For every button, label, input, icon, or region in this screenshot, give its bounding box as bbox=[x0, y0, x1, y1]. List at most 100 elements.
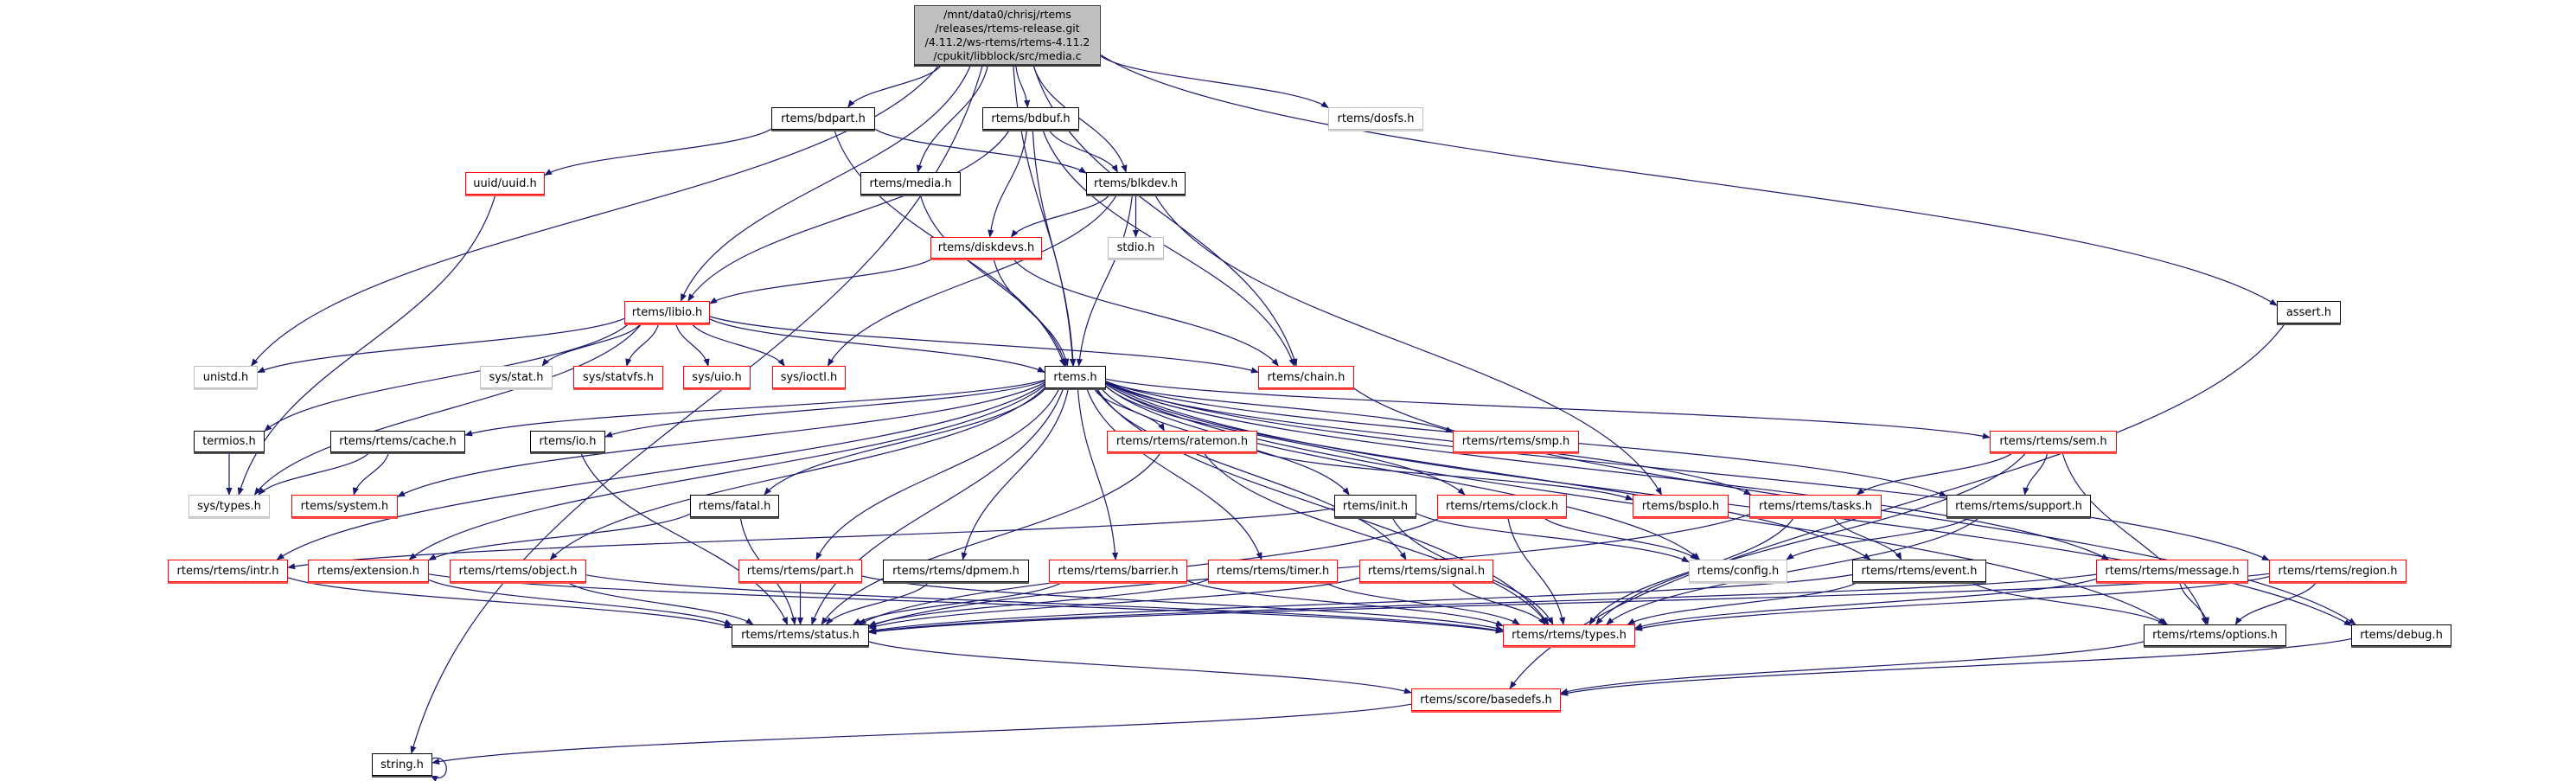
edge-tasks-to-event bbox=[1832, 516, 1902, 560]
node-dpmem[interactable]: rtems/rtems/dpmem.h bbox=[883, 560, 1029, 582]
node-system[interactable]: rtems/system.h bbox=[291, 495, 398, 517]
node-config[interactable]: rtems/config.h bbox=[1689, 560, 1787, 582]
node-statvfs[interactable]: sys/statvfs.h bbox=[573, 366, 663, 388]
edge-ratemon-to-bspio bbox=[1256, 451, 1633, 501]
node-libio[interactable]: rtems/libio.h bbox=[624, 301, 710, 323]
node-tasks[interactable]: rtems/rtems/tasks.h bbox=[1749, 495, 1882, 517]
node-bdpart[interactable]: rtems/bdpart.h bbox=[771, 107, 875, 130]
edge-cache-to-system bbox=[352, 451, 390, 496]
edge-libio-to-systypes bbox=[253, 323, 642, 496]
edge-clock-to-config bbox=[1542, 516, 1698, 560]
node-string[interactable]: string.h bbox=[372, 753, 432, 776]
edge-fatal-to-extension bbox=[428, 513, 691, 561]
node-ioctl[interactable]: sys/ioctl.h bbox=[772, 366, 846, 388]
edge-assert-to-basedefs bbox=[1509, 323, 2285, 689]
node-signal[interactable]: rtems/rtems/signal.h bbox=[1359, 560, 1493, 582]
node-uio[interactable]: sys/uio.h bbox=[683, 366, 751, 388]
edge-main-to-bdbuf bbox=[1015, 64, 1031, 108]
edge-barrier-to-status bbox=[853, 581, 1064, 625]
edge-bdbuf-to-diskdevs bbox=[988, 129, 1028, 238]
node-status[interactable]: rtems/rtems/status.h bbox=[732, 624, 869, 646]
node-blkdev[interactable]: rtems/blkdev.h bbox=[1086, 172, 1186, 195]
node-diskdevs[interactable]: rtems/diskdevs.h bbox=[930, 237, 1042, 259]
node-debug[interactable]: rtems/debug.h bbox=[2351, 624, 2451, 646]
edge-region-to-status bbox=[868, 573, 2270, 635]
node-fatal[interactable]: rtems/fatal.h bbox=[690, 495, 779, 517]
edge-rtems-to-object bbox=[549, 387, 1045, 560]
edge-region-to-types bbox=[1634, 576, 2270, 631]
node-cache[interactable]: rtems/rtems/cache.h bbox=[330, 431, 465, 452]
node-smp[interactable]: rtems/rtems/smp.h bbox=[1453, 431, 1579, 452]
node-basedefs[interactable]: rtems/score/basedefs.h bbox=[1411, 688, 1561, 711]
node-object[interactable]: rtems/rtems/object.h bbox=[450, 560, 586, 582]
node-event[interactable]: rtems/rtems/event.h bbox=[1852, 560, 1986, 582]
edge-libio-to-unistd bbox=[257, 317, 625, 374]
edge-rtems-to-sem bbox=[1105, 378, 1991, 439]
edge-rtems-to-timer bbox=[1086, 387, 1262, 560]
node-timer[interactable]: rtems/rtems/timer.h bbox=[1208, 560, 1338, 582]
node-stdio[interactable]: stdio.h bbox=[1108, 237, 1164, 259]
node-io[interactable]: rtems/io.h bbox=[530, 431, 605, 452]
edge-main-to-libio bbox=[680, 64, 972, 302]
edge-rtems-to-system bbox=[397, 381, 1045, 497]
node-rtems[interactable]: rtems.h bbox=[1045, 366, 1106, 388]
edge-string-to-string bbox=[430, 757, 447, 781]
edge-support-to-types bbox=[1606, 516, 1980, 625]
edge-event-to-status bbox=[868, 573, 1853, 634]
node-types[interactable]: rtems/rtems/types.h bbox=[1503, 624, 1635, 646]
edge-blkdev-to-rtems bbox=[1076, 194, 1133, 367]
edge-status-to-basedefs bbox=[868, 641, 1412, 695]
edge-diskdevs-to-chain bbox=[1012, 258, 1279, 367]
node-region[interactable]: rtems/rtems/region.h bbox=[2269, 560, 2407, 582]
node-intr[interactable]: rtems/rtems/intr.h bbox=[168, 560, 288, 582]
node-part[interactable]: rtems/rtems/part.h bbox=[738, 560, 862, 582]
edge-event-to-types bbox=[1627, 581, 1859, 625]
edge-rtems-to-status bbox=[811, 387, 1064, 625]
node-options[interactable]: rtems/rtems/options.h bbox=[2144, 624, 2286, 646]
node-systypes[interactable]: sys/types.h bbox=[189, 495, 270, 517]
edge-message-to-status bbox=[868, 573, 2097, 635]
node-bdbuf[interactable]: rtems/bdbuf.h bbox=[982, 107, 1079, 130]
node-sem[interactable]: rtems/rtems/sem.h bbox=[1990, 431, 2117, 452]
edge-region-to-options bbox=[2234, 581, 2317, 625]
node-message[interactable]: rtems/rtems/message.h bbox=[2096, 560, 2248, 582]
node-sysstat[interactable]: sys/stat.h bbox=[480, 366, 553, 388]
edge-part-to-types bbox=[861, 575, 1504, 631]
node-uuid[interactable]: uuid/uuid.h bbox=[465, 172, 545, 195]
edge-signal-to-status bbox=[868, 577, 1360, 630]
node-main-source-file[interactable]: /mnt/data0/chrisj/rtems /releases/rtems-… bbox=[914, 5, 1101, 65]
edge-bdbuf-to-libio bbox=[687, 129, 1011, 302]
edge-basedefs-to-string bbox=[431, 703, 1412, 765]
node-termios[interactable]: termios.h bbox=[194, 431, 265, 452]
edge-intr-to-status bbox=[287, 577, 732, 629]
node-bspio[interactable]: rtems/bspIo.h bbox=[1633, 495, 1729, 517]
edge-main-to-bdpart bbox=[847, 64, 943, 108]
edge-rtems-to-dpmem bbox=[961, 387, 1070, 560]
node-clock[interactable]: rtems/rtems/clock.h bbox=[1437, 495, 1567, 517]
edge-rtems-to-clock bbox=[1105, 386, 1466, 496]
node-chain[interactable]: rtems/chain.h bbox=[1258, 366, 1354, 388]
edge-diskdevs-to-libio bbox=[709, 258, 933, 304]
node-media[interactable]: rtems/media.h bbox=[860, 172, 961, 195]
main-line-3: /4.11.2/ws-rtems/rtems-4.11.2 bbox=[924, 35, 1090, 48]
edge-blkdev-to-diskdevs bbox=[1010, 194, 1110, 238]
edge-rtems-to-cache bbox=[464, 379, 1045, 437]
node-unistd[interactable]: unistd.h bbox=[194, 366, 258, 388]
node-extension[interactable]: rtems/extension.h bbox=[308, 560, 429, 582]
edge-dpmem-to-status bbox=[826, 581, 930, 625]
edge-rtems-to-barrier bbox=[1077, 387, 1119, 560]
node-assert[interactable]: assert.h bbox=[2277, 301, 2341, 323]
edge-rtems-to-extension bbox=[408, 385, 1045, 560]
edge-libio-to-uio bbox=[674, 323, 710, 367]
main-line-4: /cpukit/libblock/src/media.c bbox=[933, 48, 1082, 62]
node-ratemon[interactable]: rtems/rtems/ratemon.h bbox=[1107, 431, 1257, 452]
node-dosfs[interactable]: rtems/dosfs.h bbox=[1328, 107, 1423, 130]
node-init[interactable]: rtems/init.h bbox=[1334, 495, 1416, 517]
node-support[interactable]: rtems/rtems/support.h bbox=[1946, 495, 2091, 517]
node-barrier[interactable]: rtems/rtems/barrier.h bbox=[1049, 560, 1187, 582]
edge-main-to-dosfs bbox=[1100, 55, 1329, 109]
edge-extension-to-types bbox=[428, 573, 1504, 634]
edge-blkdev-to-ioctl bbox=[827, 194, 1118, 367]
